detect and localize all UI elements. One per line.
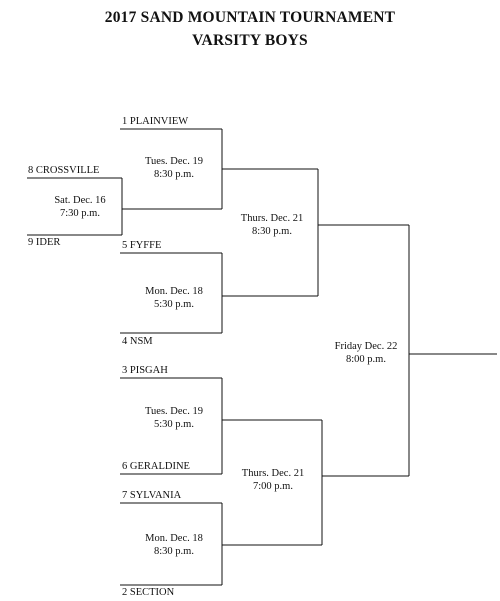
game-time: 5:30 p.m. — [154, 299, 194, 310]
game-date: Thurs. Dec. 21 — [241, 468, 305, 479]
team-plainview: 1 PLAINVIEW — [122, 116, 189, 127]
game-plainview: Tues. Dec. 19 8:30 p.m. — [136, 155, 212, 181]
game-pisgah-geraldine: Tues. Dec. 19 5:30 p.m. — [136, 405, 212, 431]
team-pisgah: 3 PISGAH — [122, 365, 168, 376]
game-date: Mon. Dec. 18 — [145, 286, 203, 297]
team-nsm: 4 NSM — [122, 336, 153, 347]
game-semi-bottom: Thurs. Dec. 21 7:00 p.m. — [233, 467, 313, 493]
game-date: Tues. Dec. 19 — [145, 156, 203, 167]
team-section: 2 SECTION — [122, 587, 175, 598]
game-date: Sat. Dec. 16 — [54, 195, 106, 206]
team-ider: 9 IDER — [28, 237, 61, 248]
game-fyffe-nsm: Mon. Dec. 18 5:30 p.m. — [136, 285, 212, 311]
game-date: Tues. Dec. 19 — [145, 406, 203, 417]
game-time: 5:30 p.m. — [154, 419, 194, 430]
game-time: 7:30 p.m. — [60, 208, 100, 219]
game-final: Friday Dec. 22 8:00 p.m. — [326, 340, 406, 366]
tournament-subtitle: VARSITY BOYS — [192, 32, 308, 49]
team-sylvania: 7 SYLVANIA — [122, 490, 182, 501]
game-semi-top: Thurs. Dec. 21 8:30 p.m. — [232, 212, 312, 238]
game-crossville-ider: Sat. Dec. 16 7:30 p.m. — [44, 194, 116, 220]
game-time: 8:00 p.m. — [346, 354, 386, 365]
team-fyffe: 5 FYFFE — [122, 240, 162, 251]
game-time: 8:30 p.m. — [154, 169, 194, 180]
game-sylvania-section: Mon. Dec. 18 8:30 p.m. — [136, 532, 212, 558]
game-date: Friday Dec. 22 — [334, 341, 398, 352]
game-date: Mon. Dec. 18 — [145, 533, 203, 544]
team-crossville: 8 CROSSVILLE — [28, 165, 100, 176]
team-geraldine: 6 GERALDINE — [122, 461, 190, 472]
game-time: 8:30 p.m. — [154, 546, 194, 557]
game-time: 8:30 p.m. — [252, 226, 292, 237]
game-time: 7:00 p.m. — [253, 481, 293, 492]
tournament-title: 2017 SAND MOUNTAIN TOURNAMENT — [104, 9, 396, 26]
game-date: Thurs. Dec. 21 — [240, 213, 304, 224]
